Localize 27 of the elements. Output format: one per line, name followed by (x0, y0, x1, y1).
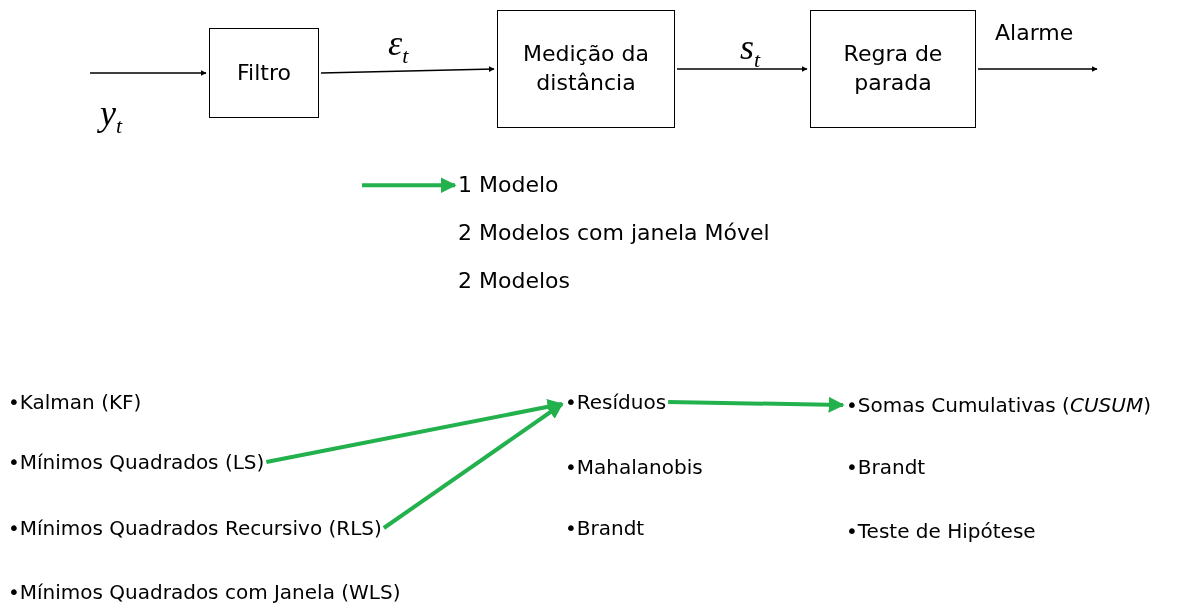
arrow (676, 66, 808, 72)
list-item: •Brandt (846, 455, 926, 479)
process-box: Filtro (209, 28, 319, 118)
arrow (977, 66, 1098, 72)
list-item: •Mínimos Quadrados Recursivo (RLS) (8, 516, 382, 540)
option-text: 2 Modelos com janela Móvel (458, 220, 770, 247)
edge-label: Alarme (995, 20, 1074, 45)
arrow (668, 396, 845, 413)
arrow (320, 66, 495, 74)
process-box: Regra de parada (810, 10, 976, 128)
process-box: Medição da distância (497, 10, 675, 128)
list-item: 1 Modelo (458, 172, 559, 199)
arrow (89, 70, 207, 76)
arrow (382, 402, 564, 530)
list-item: •Somas Cumulativas (CUSUM) (846, 393, 1151, 417)
list-item: •Resíduos (565, 390, 667, 414)
list-item: •Mínimos Quadrados (LS) (8, 450, 265, 474)
list-item: •Teste de Hipótese (846, 519, 1036, 543)
list-item: •Mahalanobis (565, 455, 703, 479)
arrow (265, 398, 564, 464)
signal-symbol: ε$_{t}$ (388, 22, 409, 70)
list-item: •Brandt (565, 516, 645, 540)
arrow (362, 177, 457, 194)
list-item: •Mínimos Quadrados com Janela (WLS) (8, 580, 401, 604)
list-item: •Kalman (KF) (8, 390, 142, 414)
signal-symbol: s$_{t}$ (740, 26, 761, 74)
option-text: 2 Modelos (458, 268, 570, 295)
